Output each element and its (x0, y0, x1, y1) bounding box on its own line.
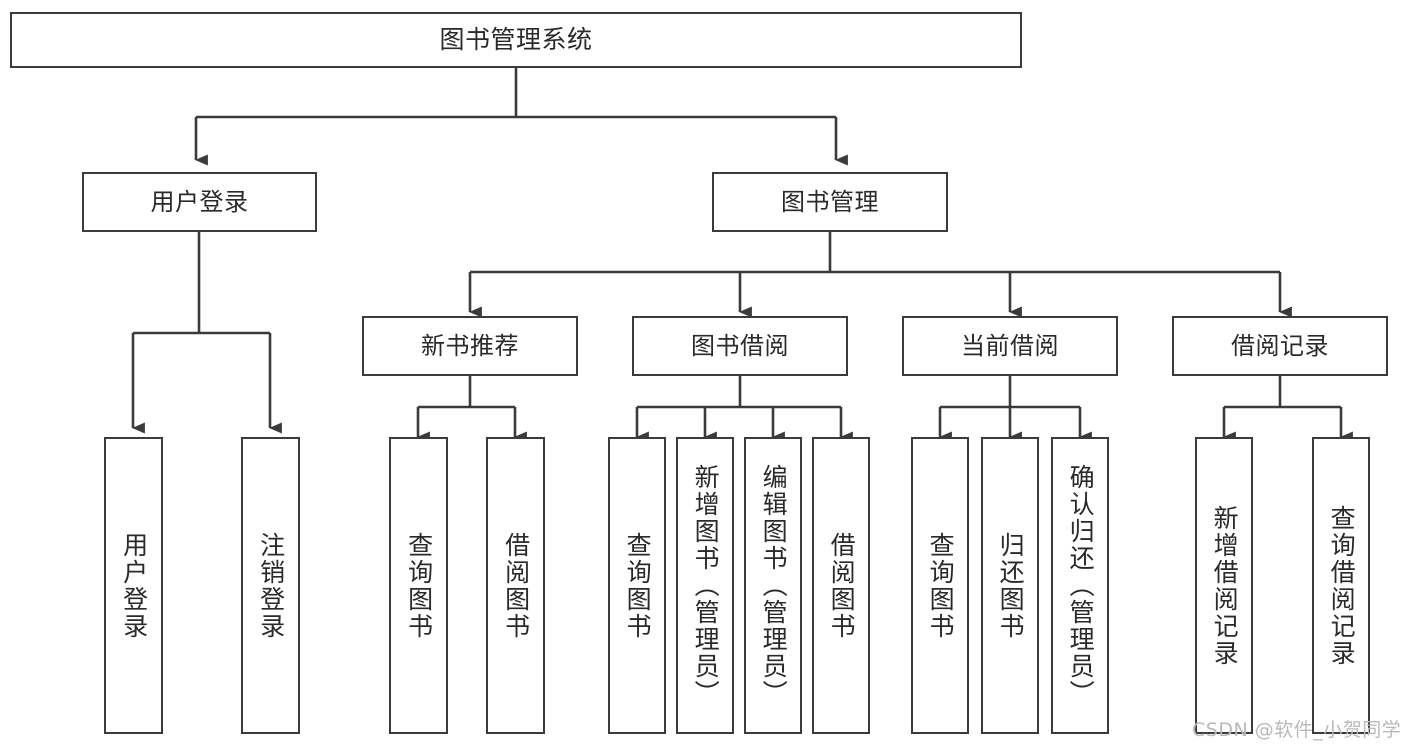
node-current-borrow[interactable]: 当前借阅 (902, 316, 1118, 376)
node-book-borrow-label: 图书借阅 (691, 331, 789, 360)
node-leaf-current-borrow-3[interactable]: 确认归还（管理员） (1051, 437, 1109, 734)
node-leaf-book-borrow-3[interactable]: 编辑图书（管理员） (744, 437, 802, 734)
node-current-borrow-label: 当前借阅 (961, 331, 1059, 360)
node-leaf-user-login-2[interactable]: 注销登录 (241, 437, 300, 734)
node-borrow-record[interactable]: 借阅记录 (1172, 316, 1388, 376)
node-borrow-record-label: 借阅记录 (1231, 331, 1329, 360)
node-leaf-label: 查询图书 (623, 531, 653, 640)
node-new-book-recommend[interactable]: 新书推荐 (362, 316, 578, 376)
node-leaf-label: 查询图书 (404, 531, 434, 640)
node-leaf-label: 新增借阅记录 (1210, 504, 1240, 667)
node-book-manage[interactable]: 图书管理 (712, 172, 948, 232)
node-leaf-label: 注销登录 (256, 531, 286, 640)
node-leaf-label: 编辑图书（管理员） (759, 464, 789, 707)
node-leaf-current-borrow-2[interactable]: 归还图书 (981, 437, 1039, 734)
node-leaf-new-book-2[interactable]: 借阅图书 (486, 437, 545, 734)
node-leaf-new-book-1[interactable]: 查询图书 (389, 437, 448, 734)
node-leaf-book-borrow-1[interactable]: 查询图书 (608, 437, 666, 734)
node-leaf-user-login-1[interactable]: 用户登录 (104, 437, 163, 734)
node-leaf-borrow-record-1[interactable]: 新增借阅记录 (1195, 437, 1253, 734)
node-leaf-label: 归还图书 (996, 531, 1026, 640)
watermark: CSDN @软件_小贺同学 (1192, 719, 1402, 741)
node-leaf-current-borrow-1[interactable]: 查询图书 (911, 437, 969, 734)
node-leaf-borrow-record-2[interactable]: 查询借阅记录 (1312, 437, 1370, 734)
node-leaf-book-borrow-4[interactable]: 借阅图书 (812, 437, 870, 734)
node-user-login[interactable]: 用户登录 (82, 172, 317, 232)
node-root[interactable]: 图书管理系统 (10, 12, 1022, 68)
node-leaf-label: 借阅图书 (827, 531, 857, 640)
node-leaf-label: 用户登录 (119, 531, 149, 640)
node-user-login-label: 用户登录 (150, 187, 249, 216)
node-leaf-label: 查询借阅记录 (1327, 504, 1357, 667)
node-leaf-label: 借阅图书 (501, 531, 531, 640)
node-leaf-label: 新增图书（管理员） (691, 464, 721, 707)
node-leaf-label: 查询图书 (926, 531, 956, 640)
node-leaf-book-borrow-2[interactable]: 新增图书（管理员） (676, 437, 734, 734)
node-book-borrow[interactable]: 图书借阅 (632, 316, 848, 376)
node-new-book-recommend-label: 新书推荐 (421, 331, 519, 360)
node-root-label: 图书管理系统 (439, 25, 593, 55)
node-leaf-label: 确认归还（管理员） (1066, 464, 1096, 707)
node-book-manage-label: 图书管理 (781, 187, 879, 216)
